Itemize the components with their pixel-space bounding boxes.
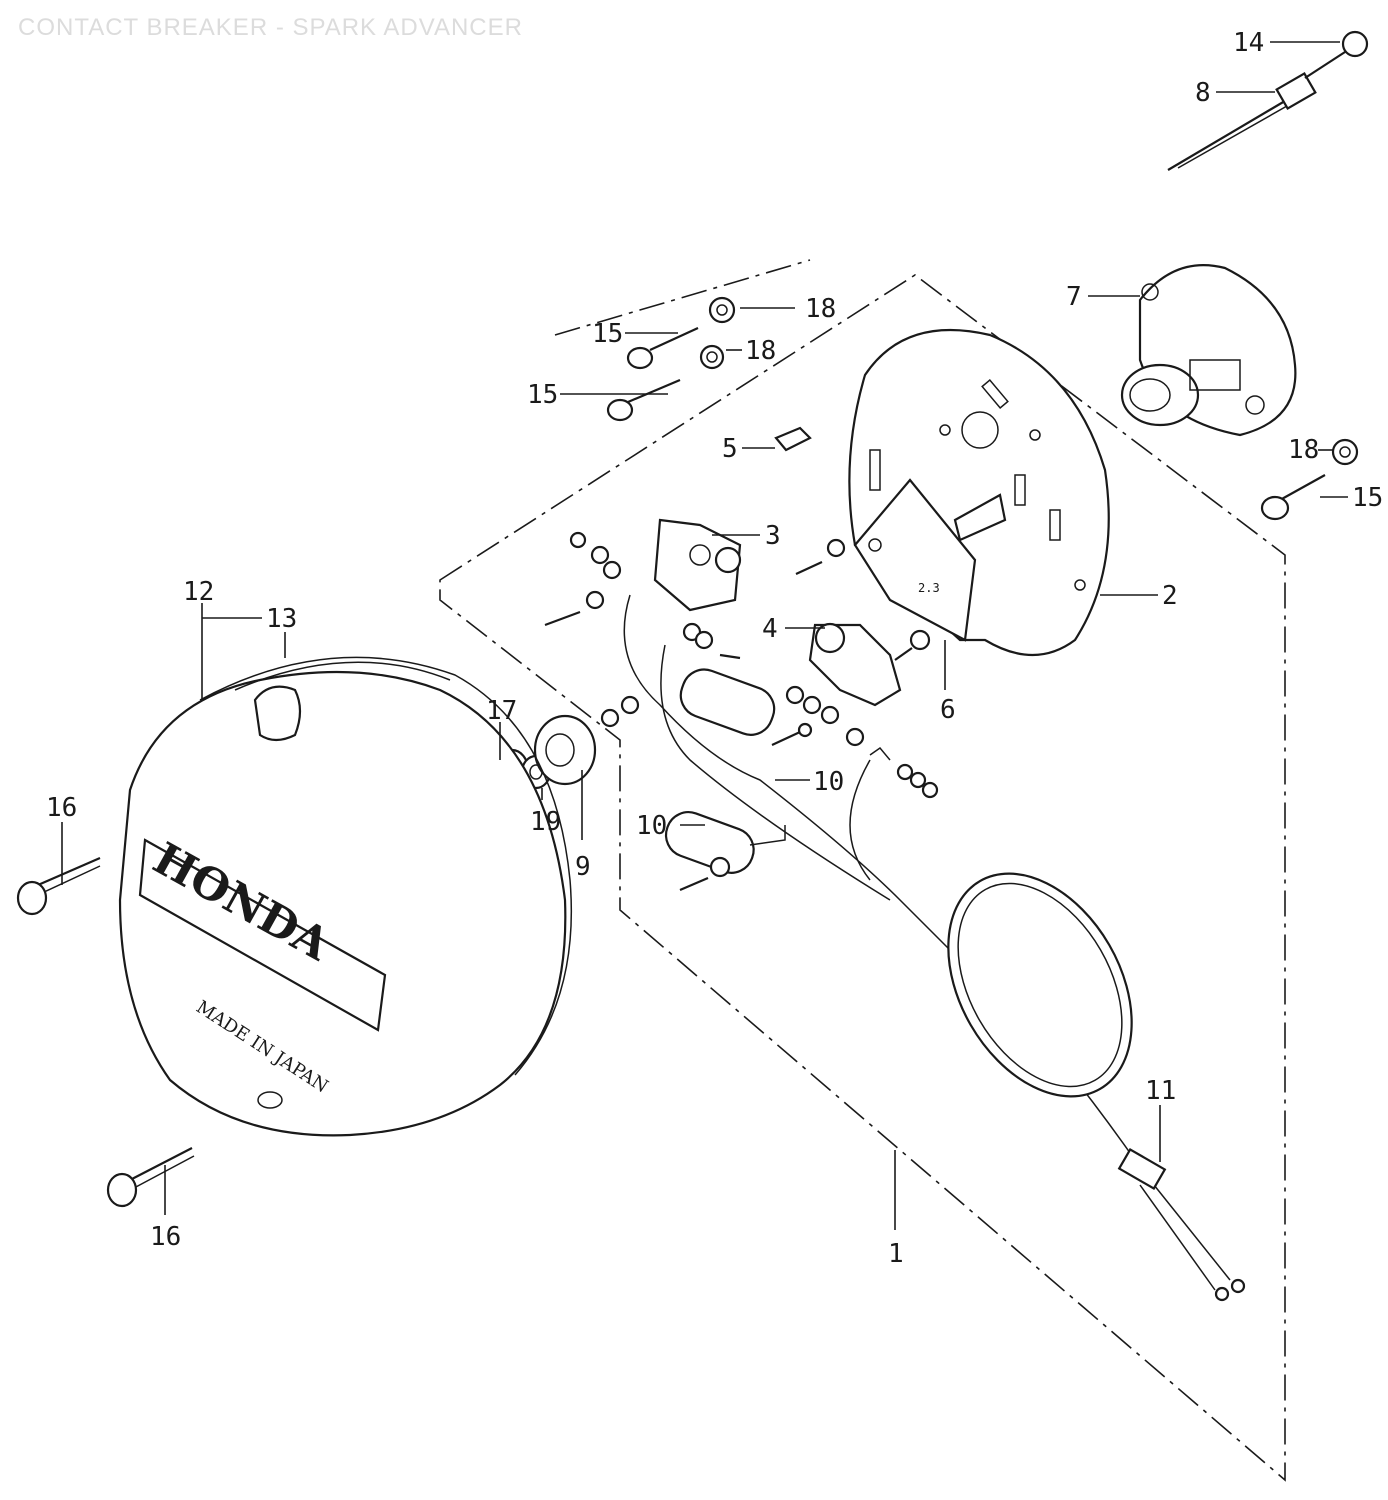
- callout-17: 17: [486, 696, 517, 726]
- callout-9: 9: [575, 852, 591, 882]
- pin-screw-part: [1167, 30, 1369, 171]
- woodruff-key-part: [774, 426, 812, 452]
- assembly-boundary: [439, 259, 1286, 1482]
- callout-15: 15: [1352, 483, 1383, 513]
- callout-15: 15: [592, 319, 623, 349]
- condenser-lower-part: [664, 811, 786, 892]
- wiring-harness-part: [623, 594, 1246, 1302]
- callout-3: 3: [765, 521, 781, 551]
- callout-6: 6: [940, 695, 956, 725]
- callout-16: 16: [150, 1222, 181, 1252]
- callout-15: 15: [527, 380, 558, 410]
- washer-screw-set: [606, 296, 1359, 521]
- callout-10: 10: [636, 811, 667, 841]
- callout-5: 5: [722, 434, 738, 464]
- callout-labels: 14 8 7 18 15 18 15 5 18 15 3 2 4 6 12 13…: [46, 28, 1383, 1269]
- callout-19: 19: [530, 807, 561, 837]
- cover-screw-upper-part: [16, 856, 101, 916]
- point-cover-part: HONDA MADE IN JAPAN: [118, 656, 573, 1137]
- callout-4: 4: [762, 614, 778, 644]
- callout-18: 18: [745, 336, 776, 366]
- plate-marking: 2.3: [918, 581, 940, 595]
- callout-10: 10: [813, 767, 844, 797]
- leader-lines: [61, 41, 1348, 1230]
- base-plate-part: 2.3: [848, 328, 1110, 656]
- callout-11: 11: [1145, 1076, 1176, 1106]
- callout-13: 13: [266, 604, 297, 634]
- condenser-upper-part: [600, 668, 813, 746]
- callout-1: 1: [888, 1239, 904, 1269]
- callout-8: 8: [1195, 78, 1211, 108]
- contact-set-lower-part: [682, 622, 931, 747]
- callout-14: 14: [1233, 28, 1264, 58]
- contact-set-upper-part: [544, 518, 846, 627]
- diagram-title: CONTACT BREAKER - SPARK ADVANCER: [18, 14, 523, 41]
- spark-advancer-part: [1120, 264, 1297, 437]
- callout-18: 18: [1288, 435, 1319, 465]
- callout-7: 7: [1066, 282, 1082, 312]
- grommet-part: [1117, 1147, 1167, 1191]
- cover-screw-lower-part: [106, 1147, 195, 1208]
- callout-12: 12: [183, 577, 214, 607]
- callout-2: 2: [1162, 581, 1178, 611]
- callout-16: 16: [46, 793, 77, 823]
- callout-18: 18: [805, 294, 836, 324]
